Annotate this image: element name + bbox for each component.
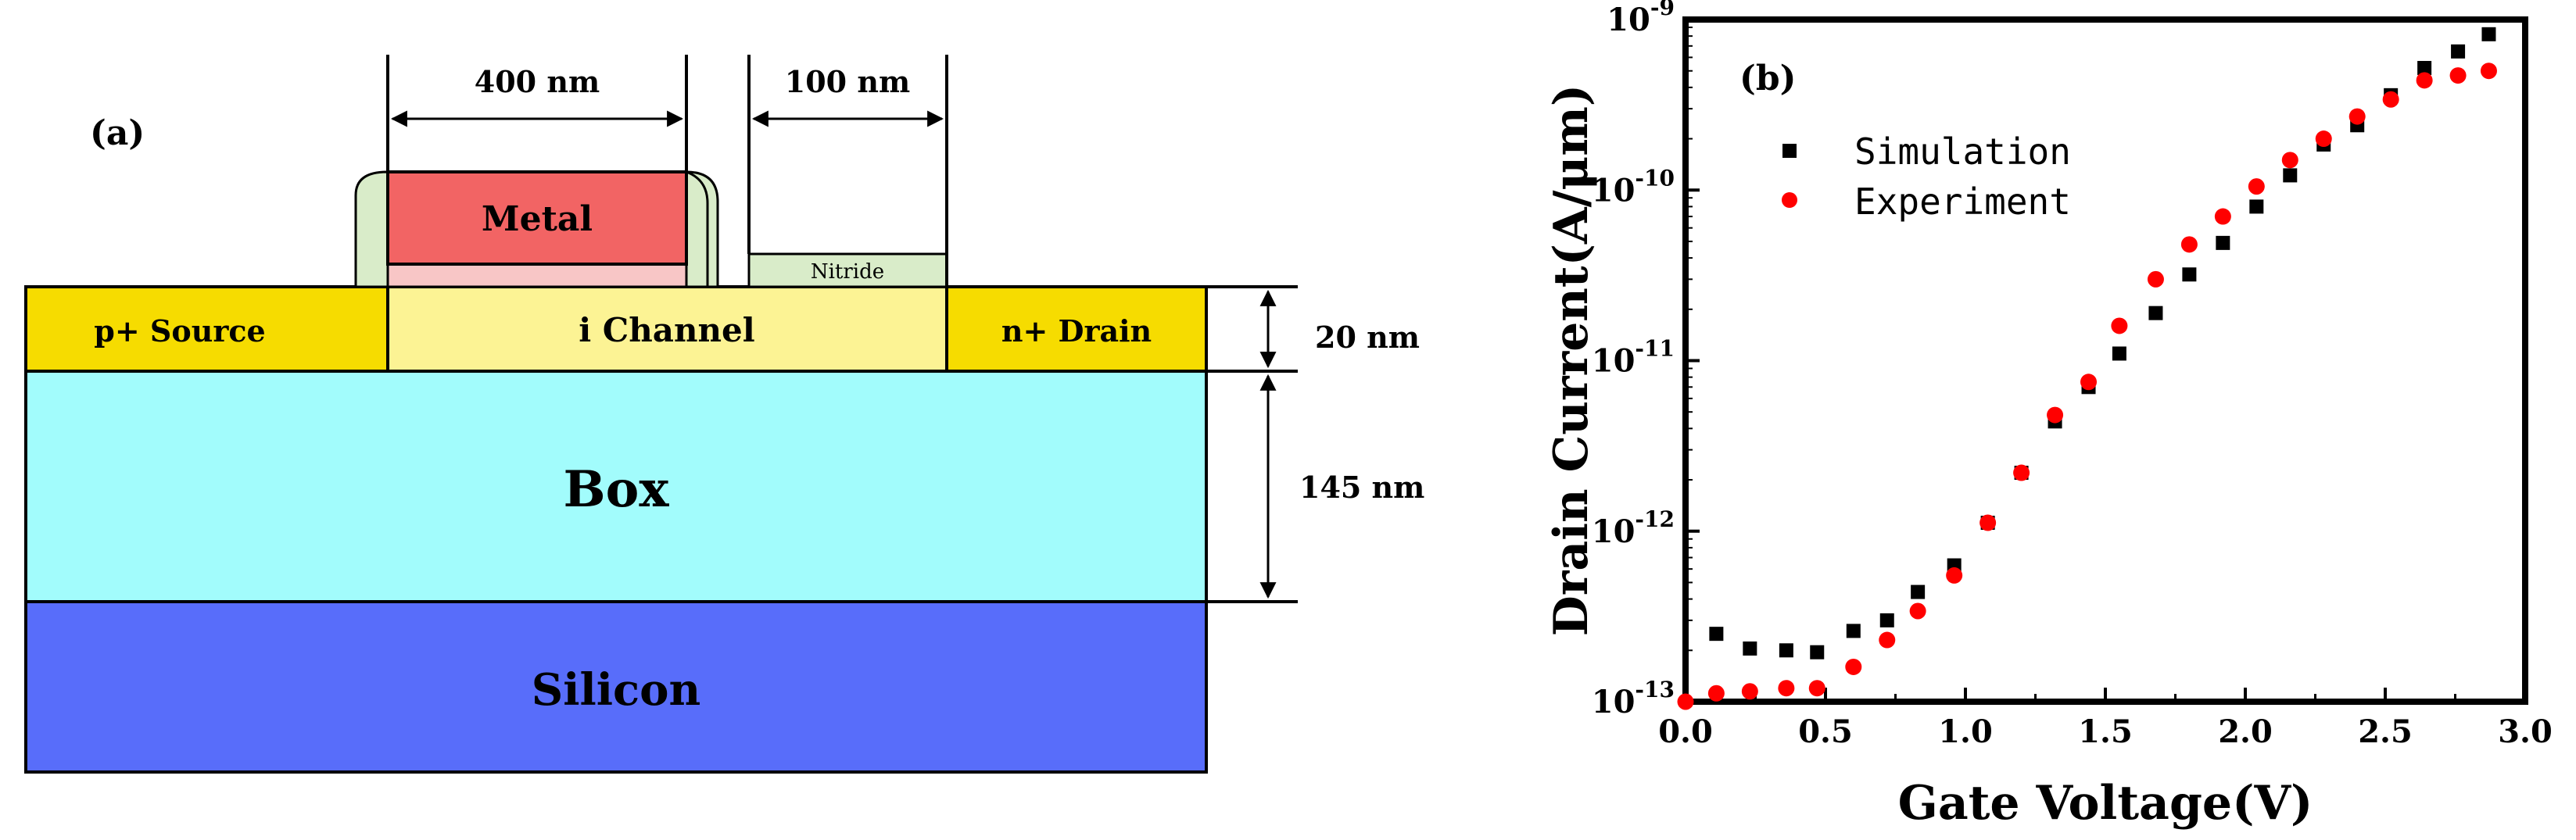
simulation-point bbox=[1743, 641, 1757, 656]
experiment-point bbox=[2281, 152, 2298, 169]
experiment-point bbox=[1909, 602, 1926, 620]
box-label: Box bbox=[564, 460, 670, 519]
x-tick-label: 1.0 bbox=[1938, 713, 1993, 750]
experiment-point bbox=[1845, 658, 1862, 675]
experiment-point bbox=[2449, 67, 2467, 84]
simulation-point bbox=[2417, 60, 2432, 75]
simulation-point bbox=[2148, 306, 2163, 320]
experiment-point bbox=[1879, 631, 1896, 649]
y-tick-label: 10-10 bbox=[1592, 165, 1675, 209]
plot-frame bbox=[1682, 16, 2528, 705]
source-label: p+ Source bbox=[94, 313, 265, 349]
nitride-length-label: 100 nm bbox=[785, 64, 910, 99]
experiment-point bbox=[2047, 406, 2064, 424]
drain-region bbox=[945, 285, 1208, 373]
channel-thickness-label: 20 nm bbox=[1315, 320, 1420, 355]
experiment-point bbox=[2180, 236, 2198, 253]
x-tick-label: 0.5 bbox=[1798, 713, 1853, 750]
experiment-point bbox=[2382, 91, 2399, 108]
silicon-label: Silicon bbox=[532, 664, 700, 716]
x-tick-label: 1.5 bbox=[2078, 713, 2133, 750]
experiment-point bbox=[2013, 464, 2030, 481]
experiment-point bbox=[2416, 72, 2433, 89]
gate-length-label: 400 nm bbox=[475, 64, 600, 99]
y-tick-label: 10-11 bbox=[1592, 336, 1675, 380]
y-tick-label: 10-13 bbox=[1592, 677, 1675, 720]
panel-b-label: (b) bbox=[1739, 59, 1796, 98]
experiment-point bbox=[2080, 374, 2098, 391]
left-spacer bbox=[354, 170, 389, 288]
gate-oxide bbox=[386, 263, 688, 288]
simulation-point bbox=[1810, 645, 1825, 659]
y-tick-label: 10-9 bbox=[1607, 0, 1675, 38]
x-axis: 0.0 0.5 1.0 1.5 2.0 2.5 3.0 bbox=[1658, 688, 2553, 750]
simulation-point bbox=[2249, 199, 2264, 214]
y-axis: 10-13 10-12 10-11 10-10 10-9 bbox=[1592, 0, 1700, 720]
channel-label: i Channel bbox=[579, 311, 755, 349]
data-series bbox=[1677, 27, 2497, 710]
experiment-point bbox=[1707, 685, 1725, 702]
simulation-point bbox=[2182, 267, 2197, 282]
x-axis-title: Gate Voltage(V) bbox=[1898, 776, 2313, 831]
y-axis-title: Drain Current(A/μm) bbox=[1544, 84, 1599, 637]
simulation-point bbox=[2283, 168, 2298, 183]
experiment-point bbox=[2147, 270, 2164, 288]
y-tick-label: 10-12 bbox=[1592, 506, 1675, 550]
x-tick-label: 0.0 bbox=[1658, 713, 1713, 750]
nitride-label: Nitride bbox=[811, 260, 884, 284]
metal-label: Metal bbox=[482, 199, 593, 239]
silicon-substrate bbox=[24, 600, 1208, 774]
source-region bbox=[24, 285, 389, 373]
experiment-point bbox=[2315, 130, 2332, 148]
simulation-point bbox=[1709, 627, 1724, 642]
legend-simulation-label: Simulation bbox=[1854, 130, 2071, 173]
simulation-point bbox=[1779, 643, 1793, 658]
simulation-point bbox=[2481, 27, 2496, 41]
chart-legend: Simulation Experiment bbox=[1782, 130, 2071, 223]
simulation-point bbox=[2112, 346, 2126, 361]
drain-label: n+ Drain bbox=[1001, 313, 1152, 349]
experiment-point bbox=[2111, 317, 2128, 334]
experiment-point bbox=[1808, 680, 1825, 697]
experiment-point bbox=[1778, 680, 1795, 697]
simulation-point bbox=[1879, 613, 1894, 627]
simulation-point bbox=[2451, 44, 2466, 59]
experiment-point bbox=[1979, 514, 1997, 531]
x-tick-label: 2.5 bbox=[2358, 713, 2413, 750]
simulation-point bbox=[2216, 235, 2230, 250]
experiment-point bbox=[1677, 693, 1694, 710]
experiment-point bbox=[1946, 567, 1963, 584]
experiment-point bbox=[2480, 63, 2497, 80]
simulation-point bbox=[1911, 584, 1926, 599]
x-tick-label: 3.0 bbox=[2498, 713, 2553, 750]
box-thickness-label: 145 nm bbox=[1299, 470, 1424, 505]
legend-experiment-label: Experiment bbox=[1854, 181, 2071, 223]
x-tick-label: 2.0 bbox=[2218, 713, 2273, 750]
right-spacer-outer bbox=[685, 170, 719, 288]
experiment-point bbox=[2248, 178, 2265, 195]
metal-gate bbox=[386, 170, 688, 266]
simulation-point bbox=[1846, 624, 1861, 638]
legend-experiment-marker bbox=[1782, 192, 1797, 208]
box-layer bbox=[24, 370, 1208, 603]
experiment-point bbox=[1741, 683, 1758, 700]
device-cross-section: (a) Silicon Box p+ Source i Channel n+ D… bbox=[24, 55, 1424, 774]
right-spacer-inner bbox=[686, 170, 709, 287]
experiment-point bbox=[2214, 208, 2231, 225]
experiment-point bbox=[2348, 108, 2366, 125]
panel-a-label: (a) bbox=[90, 113, 145, 153]
legend-simulation-marker bbox=[1782, 144, 1797, 158]
